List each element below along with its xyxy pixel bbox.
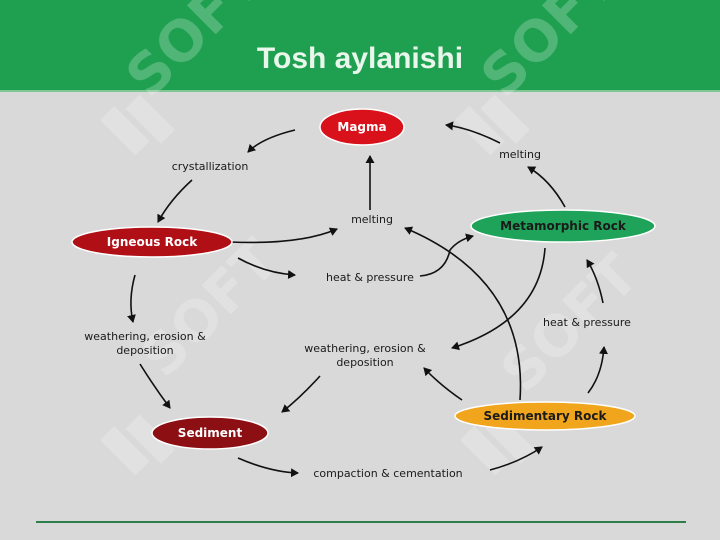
magma-ellipse	[319, 108, 405, 146]
label-weathering-center-line1: weathering, erosion &	[304, 342, 426, 355]
arrow-metamorphic-to-weathering	[451, 247, 546, 351]
arrow-sedimentary-to-melting	[404, 226, 522, 401]
watermark-logo-icon	[100, 414, 175, 476]
sediment-ellipse	[151, 416, 269, 450]
arrow-weathering-to-sediment-left	[139, 363, 171, 409]
arrow-igneous-to-melting	[229, 227, 338, 244]
label-crystallization: crystallization	[172, 160, 249, 173]
label-weathering-center-line2: deposition	[336, 356, 393, 369]
arrow-magma-to-crystallization	[247, 129, 296, 153]
title-bar	[0, 0, 720, 90]
label-melting-center: melting	[351, 213, 393, 226]
arrow-heat-pressure-to-metamorphic	[419, 233, 474, 277]
arrow-igneous-to-heat-pressure	[237, 257, 296, 280]
arrow-igneous-to-weathering	[127, 274, 136, 323]
node-sediment: Sediment	[151, 416, 269, 450]
igneous-rock-label: Igneous Rock	[107, 235, 198, 249]
label-compaction-cementation: compaction & cementation	[313, 467, 462, 480]
footer-divider	[36, 521, 686, 523]
node-magma: Magma	[319, 108, 405, 146]
node-sedimentary-rock: Sedimentary Rock	[454, 401, 636, 431]
arrow-sedimentary-to-weathering	[423, 367, 463, 401]
sedimentary-rock-label: Sedimentary Rock	[484, 409, 608, 423]
slide-title: Tosh aylanishi	[256, 42, 464, 75]
arrow-heat-pressure-to-metamorphic-right	[586, 259, 604, 304]
label-melting-right: melting	[499, 148, 541, 161]
arrow-weathering-to-sediment	[281, 375, 321, 413]
title-bar-divider	[0, 90, 720, 92]
label-heat-pressure-center: heat & pressure	[326, 271, 414, 284]
arrow-sedimentary-to-heat-pressure	[587, 346, 608, 394]
watermark-logo-icon	[455, 94, 530, 156]
label-weathering-left-line1: weathering, erosion &	[84, 330, 206, 343]
slide-content-area	[0, 92, 720, 540]
node-igneous-rock: Igneous Rock	[71, 226, 233, 258]
sediment-label: Sediment	[178, 426, 243, 440]
arrow-crystallization-to-igneous	[157, 179, 193, 223]
label-weathering-left-line2: deposition	[116, 344, 173, 357]
label-heat-pressure-right: heat & pressure	[543, 316, 631, 329]
igneous-rock-ellipse	[71, 226, 233, 258]
magma-label: Magma	[337, 120, 386, 134]
node-metamorphic-rock: Metamorphic Rock	[470, 209, 656, 243]
sedimentary-rock-ellipse	[454, 401, 636, 431]
arrow-compaction-to-sedimentary	[489, 446, 543, 471]
watermark-logo-icon	[100, 94, 175, 156]
arrow-melting-to-magma-right	[445, 121, 501, 144]
arrow-metamorphic-to-melting	[527, 166, 566, 208]
metamorphic-rock-ellipse	[470, 209, 656, 243]
cycle-arrows	[127, 121, 608, 478]
arrow-sediment-to-compaction	[237, 457, 299, 478]
process-labels: crystallization melting melting heat & p…	[84, 148, 631, 480]
metamorphic-rock-label: Metamorphic Rock	[500, 219, 627, 233]
